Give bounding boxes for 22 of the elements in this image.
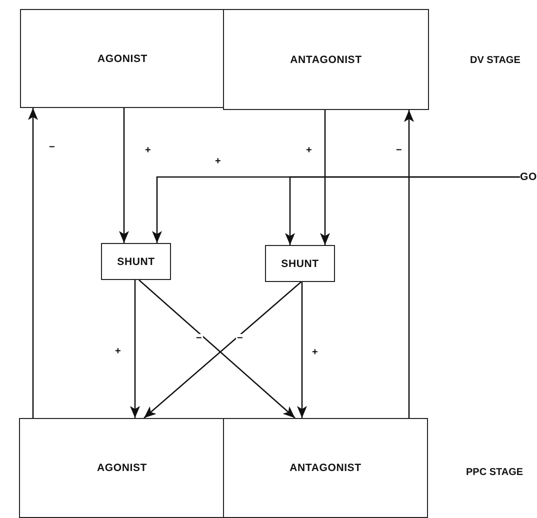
signal-label: GO [520, 171, 537, 183]
node-label: SHUNT [281, 258, 319, 270]
agonist-box [19, 418, 225, 518]
node-label: SHUNT [117, 256, 155, 268]
arrow [119, 108, 129, 243]
node-label: AGONIST [97, 462, 147, 474]
node-label: ANTAGONIST [290, 54, 362, 66]
stage-label: DV STAGE [470, 55, 520, 66]
agonist-box [20, 9, 225, 108]
arrow [404, 110, 414, 418]
node-label: AGONIST [98, 52, 148, 64]
antagonist-box [223, 9, 429, 110]
node-label: ANTAGONIST [290, 462, 362, 474]
arrow [297, 282, 307, 418]
shunt-box [101, 243, 171, 280]
arrow [130, 280, 140, 418]
arrow [320, 110, 330, 245]
arrow [28, 108, 38, 418]
shunt-box [265, 245, 335, 282]
arrow [285, 176, 520, 245]
stage-label: PPC STAGE [466, 467, 524, 478]
antagonist-box [223, 418, 428, 518]
